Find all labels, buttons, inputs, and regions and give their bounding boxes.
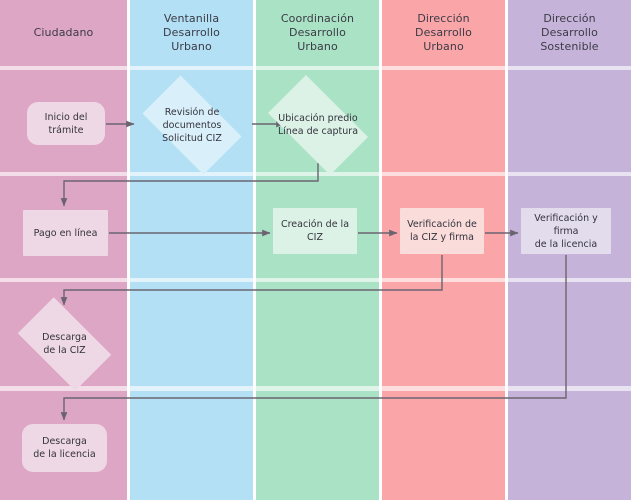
- node-label: Pago en línea: [33, 227, 98, 239]
- node-label: Descarga de la licencia: [33, 436, 96, 460]
- node-verificacion-y-firma-de-la-licencia[interactable]: Verificación y firma de la licencia: [521, 208, 611, 254]
- node-verificacion-de-la-ciz-y-firma[interactable]: Verificación de la CIZ y firma: [400, 208, 484, 254]
- swimlane-header-direccion-desarrollo-sostenible: Dirección Desarrollo Sostenible: [508, 0, 631, 66]
- swimlane-ventanilla-desarrollo-urbano: Ventanilla Desarrollo Urbano: [130, 0, 253, 500]
- swimlane-label: Ciudadano: [33, 26, 94, 39]
- node-label: Verificación y firma de la licencia: [534, 212, 598, 250]
- node-inicio-del-tramite[interactable]: Inicio del trámite: [27, 102, 105, 145]
- node-label: Inicio del trámite: [44, 111, 88, 136]
- node-label: Creación de la CIZ: [280, 219, 350, 243]
- swimlane-label: Dirección Desarrollo Sostenible: [540, 12, 599, 53]
- swimlane-header-direccion-desarrollo-urbano: Dirección Desarrollo Urbano: [382, 0, 505, 66]
- swimlane-header-ciudadano: Ciudadano: [0, 0, 127, 66]
- node-label: Revisión de documentos Solicitud CIZ: [162, 106, 222, 144]
- node-ubicacion-predio-linea-de-captura[interactable]: Ubicación predio Línea de captura: [256, 75, 380, 175]
- swimlane-label: Ventanilla Desarrollo Urbano: [163, 12, 220, 53]
- node-label: Descarga de la CIZ: [42, 332, 87, 356]
- node-label: Ubicación predio Línea de captura: [277, 113, 359, 137]
- node-descarga-de-la-licencia[interactable]: Descarga de la licencia: [22, 424, 107, 472]
- node-descarga-de-la-ciz[interactable]: Descarga de la CIZ: [7, 297, 122, 391]
- node-revision-documentos-solicitud-ciz[interactable]: Revisión de documentos Solicitud CIZ: [131, 75, 253, 175]
- swimlane-header-ventanilla-desarrollo-urbano: Ventanilla Desarrollo Urbano: [130, 0, 253, 66]
- swimlane-header-coordinacion-desarrollo-urbano: Coordinación Desarrollo Urbano: [256, 0, 379, 66]
- node-creacion-de-la-ciz[interactable]: Creación de la CIZ: [273, 208, 357, 254]
- node-label: Verificación de la CIZ y firma: [407, 219, 477, 243]
- node-pago-en-linea[interactable]: Pago en línea: [23, 210, 108, 256]
- swimlane-label: Coordinación Desarrollo Urbano: [280, 12, 355, 53]
- swimlane-label: Dirección Desarrollo Urbano: [415, 12, 472, 53]
